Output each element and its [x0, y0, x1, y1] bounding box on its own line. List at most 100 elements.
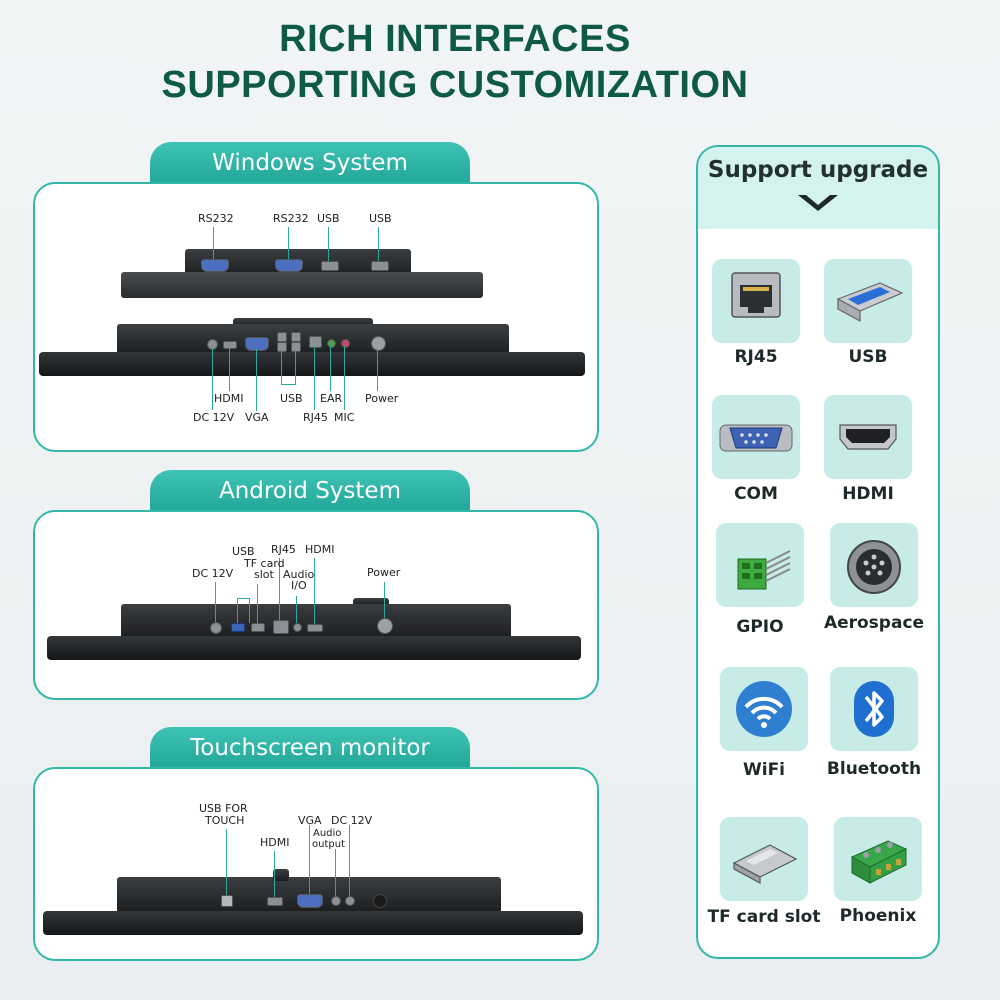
com-label: COM [734, 484, 778, 504]
rj45-icon [731, 272, 781, 318]
hdmi-label: HDMI [842, 484, 894, 504]
android-usb-port-1 [231, 623, 245, 632]
android-label-slot: slot [254, 568, 274, 581]
hdmi-port [223, 341, 237, 349]
chevron-down-icon [798, 195, 838, 211]
monitor-label-vga: VGA [298, 814, 322, 827]
android-rear-io-block [121, 604, 511, 638]
headline-line-2: SUPPORTING CUSTOMIZATION [161, 64, 749, 106]
android-system-panel: DC 12V USB TF card slot RJ45 Audio I/O H… [33, 510, 599, 700]
label-usb-top-2: USB [369, 212, 392, 225]
vga-port [245, 337, 269, 351]
label-rj45: RJ45 [303, 411, 328, 424]
bluetooth-icon [854, 681, 894, 737]
android-label-rj45: RJ45 [271, 543, 296, 556]
android-label-usb: USB [232, 545, 255, 558]
label-mic: MIC [334, 411, 355, 424]
monitor-dc-port [345, 896, 355, 906]
usb-port-2 [277, 342, 287, 352]
monitor-hdmi-port [267, 897, 283, 906]
aerospace-icon [847, 540, 901, 594]
label-usb-top-1: USB [317, 212, 340, 225]
phoenix-icon [850, 840, 908, 884]
usb-port-top-2 [371, 261, 389, 271]
usb-icon [836, 282, 904, 323]
gpio-label: GPIO [736, 617, 784, 637]
android-system-tab: Android System [150, 470, 470, 512]
usb-port-3 [291, 332, 301, 342]
monitor-audio-jack [331, 896, 341, 906]
android-power-button [377, 618, 393, 634]
support-upgrade-panel: Support upgrade RJ45 USB C [696, 145, 940, 959]
monitor-vga-port [297, 894, 323, 908]
android-label-tf-card: TF card [244, 557, 285, 570]
wifi-icon [736, 681, 792, 737]
support-upgrade-header: Support upgrade [698, 147, 938, 229]
bluetooth-label: Bluetooth [826, 759, 922, 779]
usb-label: USB [848, 347, 888, 367]
touchscreen-monitor-panel: USB FOR TOUCH HDMI VGA Audio output DC 1… [33, 767, 599, 961]
label-ear: EAR [320, 392, 343, 405]
bluetooth-tile [830, 667, 918, 751]
aerospace-label: Aerospace [823, 613, 925, 633]
label-power: Power [365, 392, 399, 405]
rs232-port-1 [201, 259, 229, 272]
mic-jack [341, 339, 350, 348]
usb-port-4 [291, 342, 301, 352]
monitor-label-usb-for: USB FOR [199, 802, 248, 815]
monitor-label-touch: TOUCH [205, 814, 245, 827]
android-label-io: I/O [291, 579, 307, 592]
wifi-label: WiFi [742, 760, 786, 780]
monitor-power-button [373, 894, 387, 908]
android-rj45-port [273, 620, 289, 634]
label-hdmi: HDMI [214, 392, 244, 405]
windows-chassis [39, 352, 585, 376]
monitor-label-audio: Audio [313, 828, 342, 839]
monitor-label-output: output [312, 839, 345, 850]
rj45-label: RJ45 [734, 347, 778, 367]
android-chassis [47, 636, 581, 660]
support-upgrade-title: Support upgrade [707, 157, 929, 183]
usb-touch-port [221, 895, 233, 907]
hdmi-tile [824, 395, 912, 479]
monitor-chassis [43, 911, 583, 935]
usb-port-1 [277, 332, 287, 342]
aerospace-tile [830, 523, 918, 607]
headline-line-1: RICH INTERFACES [279, 18, 631, 60]
android-tf-slot [251, 623, 265, 632]
phoenix-tile [834, 817, 922, 901]
usb-tile [824, 259, 912, 343]
android-label-audio: Audio [283, 568, 315, 581]
power-button [371, 336, 386, 351]
label-usb: USB [280, 392, 303, 405]
android-hdmi-port [307, 624, 323, 632]
monitor-label-dc-12v: DC 12V [331, 814, 373, 827]
tf-card-icon [732, 844, 798, 885]
gpio-tile [716, 523, 804, 607]
label-rs232-1: RS232 [198, 212, 234, 225]
com-icon [719, 424, 793, 452]
rj45-tile [712, 259, 800, 343]
phoenix-label: Phoenix [839, 906, 917, 926]
windows-system-tab: Windows System [150, 142, 470, 184]
label-rs232-2: RS232 [273, 212, 309, 225]
rs232-port-2 [275, 259, 303, 272]
windows-top-chassis [121, 272, 483, 298]
usb-port-top-1 [321, 261, 339, 271]
tf-card-tile [720, 817, 808, 901]
ear-jack [327, 339, 336, 348]
android-audio-jack [293, 623, 302, 632]
label-dc-12v: DC 12V [193, 411, 235, 424]
android-stand-bracket [353, 598, 389, 606]
touchscreen-monitor-tab: Touchscreen monitor [150, 727, 470, 769]
hdmi-icon [839, 424, 897, 450]
android-label-hdmi: HDMI [305, 543, 335, 556]
windows-system-panel: RS232 RS232 USB USB HDMI DC 12V VGA USB … [33, 182, 599, 452]
gpio-icon [737, 550, 791, 590]
rj45-port [309, 336, 322, 348]
android-dc-port [210, 622, 222, 634]
label-vga: VGA [245, 411, 269, 424]
android-label-dc-12v: DC 12V [192, 567, 234, 580]
com-tile [712, 395, 800, 479]
windows-stand-bracket [233, 318, 373, 328]
